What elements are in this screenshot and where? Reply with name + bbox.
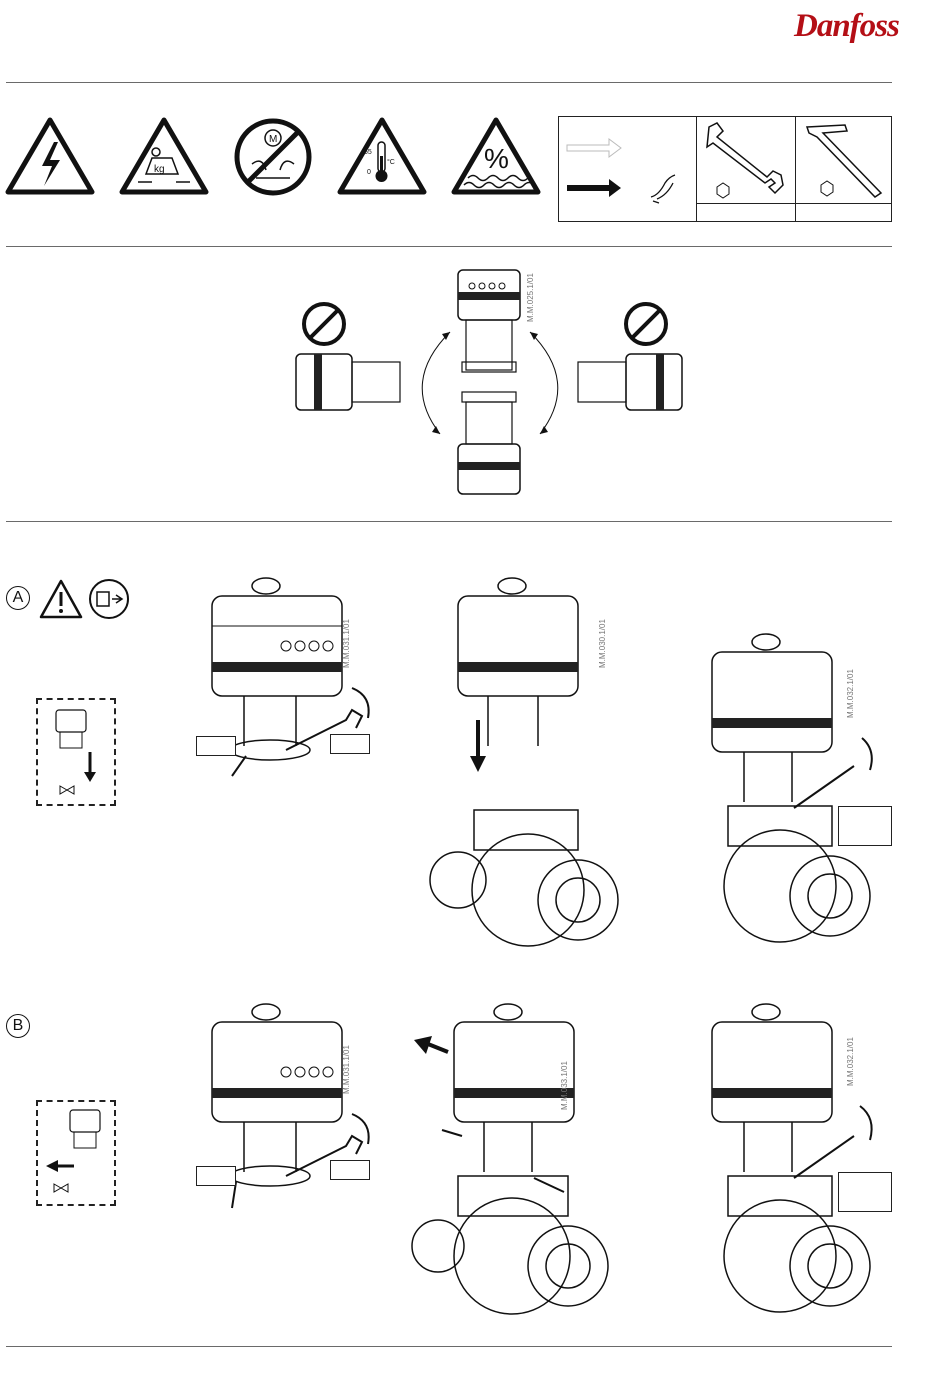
divider-bottom	[6, 1346, 892, 1347]
step-a2-code: M.M.030.1/01	[598, 619, 607, 668]
temp-unit: °C	[387, 158, 395, 166]
a3-wrench-cell	[838, 806, 892, 846]
flow-arrows-icon	[565, 135, 691, 215]
step-b2-illustration	[408, 996, 628, 1336]
brand-name: Danfoss	[794, 8, 899, 45]
motor-label: M	[269, 134, 277, 145]
temp-low: 0	[367, 169, 371, 176]
a1-wrench-cell	[330, 734, 370, 754]
divider-top	[6, 82, 892, 83]
step-b1-code: M.M.031.1/01	[342, 1045, 351, 1094]
step-a-overview-icon	[52, 708, 102, 800]
step-a1-code: M.M.031.1/01	[342, 619, 351, 668]
allen-key-icon	[799, 119, 891, 201]
b1-wrench-cell	[330, 1160, 370, 1180]
step-b3-code: M.M.032.1/01	[846, 1037, 855, 1086]
step-b2-code: M.M.033.1/01	[560, 1061, 569, 1110]
a1-allen-cell	[196, 736, 236, 756]
mounting-positions-diagram	[290, 262, 690, 502]
b1-allen-cell	[196, 1166, 236, 1186]
step-a1-illustration	[196, 570, 386, 790]
heavy-weight-icon: kg	[118, 116, 210, 196]
humidity-percent-icon: %	[450, 116, 542, 196]
temperature-limit-icon: 55 0 °C	[336, 116, 428, 196]
step-a-label: A	[6, 586, 30, 610]
no-motor-lifting-icon: M	[232, 116, 314, 198]
step-b-overview-icon	[44, 1108, 108, 1200]
disconnect-power-icon	[88, 578, 130, 620]
temp-high: 55	[364, 149, 372, 156]
step-b-label: B	[6, 1014, 30, 1038]
open-end-wrench-icon	[699, 119, 793, 201]
step-a3-code: M.M.032.1/01	[846, 669, 855, 718]
tools-table	[558, 116, 892, 222]
mounting-code: M.M.025.1/01	[526, 273, 535, 322]
divider-warnings	[6, 246, 892, 247]
electric-hazard-icon	[4, 116, 96, 196]
divider-mounting	[6, 521, 892, 522]
caution-icon	[38, 578, 84, 620]
weight-label: kg	[154, 164, 165, 175]
brand-logo: Danfoss	[790, 8, 895, 50]
percent-label: %	[484, 143, 509, 174]
b3-wrench-cell	[838, 1172, 892, 1212]
